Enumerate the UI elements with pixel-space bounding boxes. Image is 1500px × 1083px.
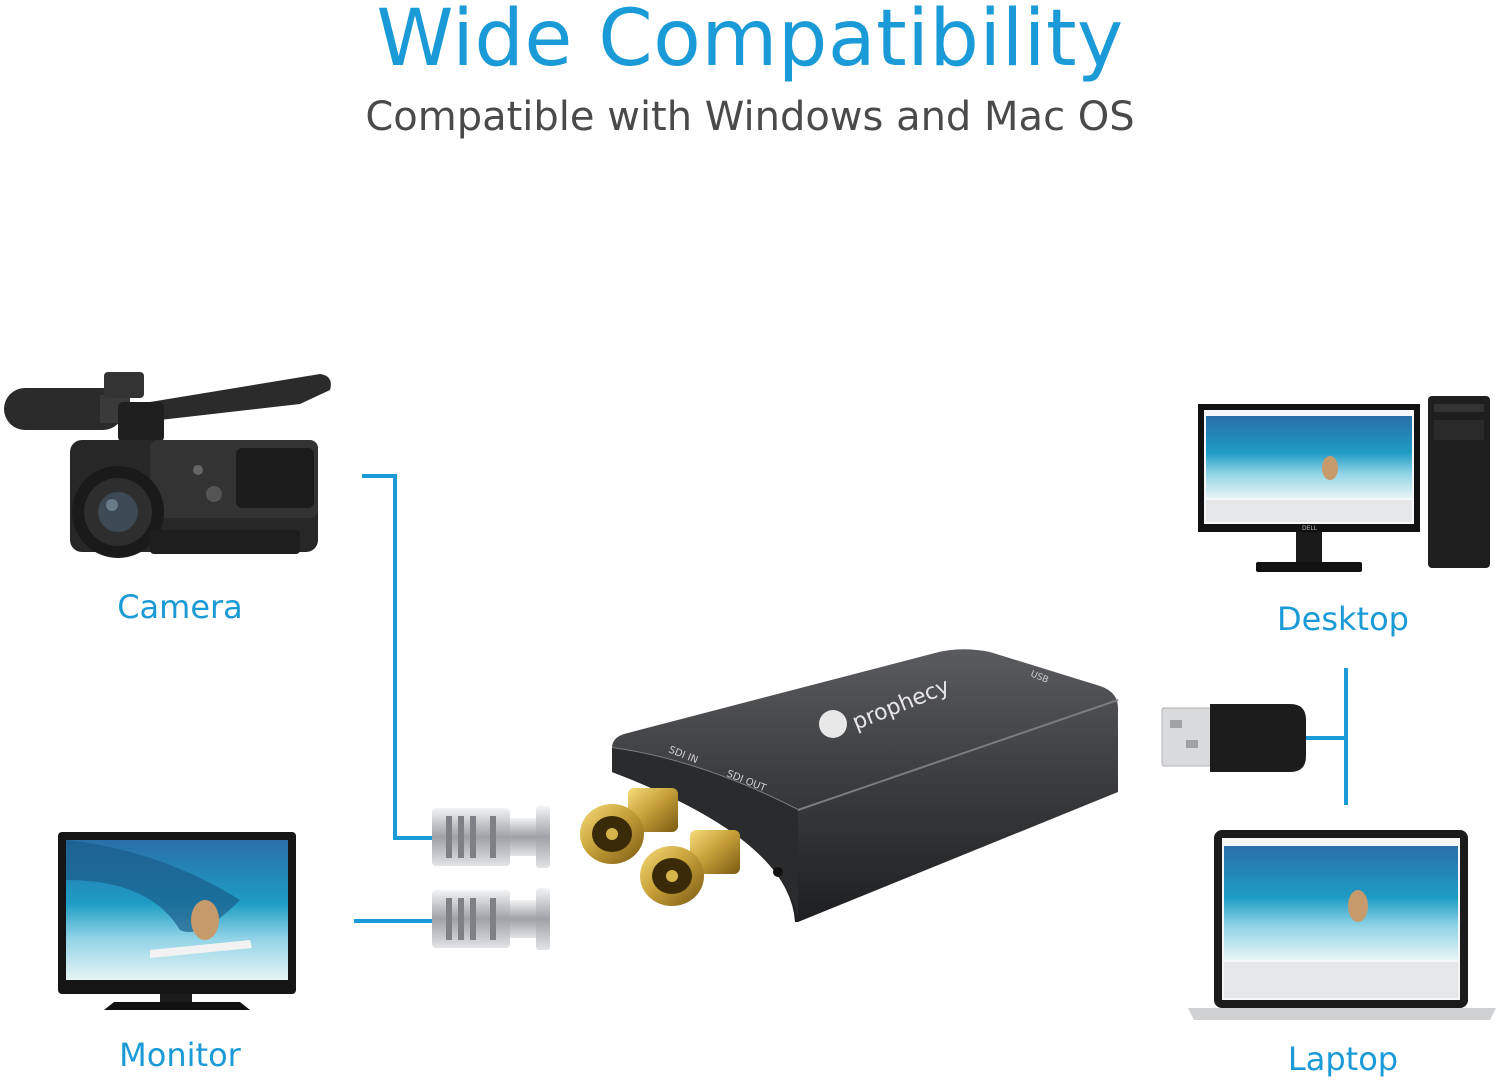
sdi-converter: prophecy SDI IN SDI OUT USB	[611, 649, 1119, 922]
brand-logo-icon	[819, 710, 847, 738]
connection-lines	[354, 474, 1348, 923]
usb-plug-icon	[1161, 704, 1306, 772]
camera-label: Camera	[117, 588, 243, 626]
bnc-socket-in	[580, 788, 678, 864]
page-title: Wide Compatibility	[376, 0, 1124, 84]
desktop-brand: DELL	[1302, 525, 1318, 532]
bnc-plug-upper	[432, 806, 550, 868]
bnc-socket-out	[640, 830, 740, 906]
monitor-icon	[58, 832, 296, 1010]
laptop-icon	[1188, 830, 1496, 1020]
laptop-label: Laptop	[1287, 1040, 1399, 1078]
desktop-icon: DELL	[1198, 396, 1490, 572]
bnc-plug-lower	[432, 888, 550, 950]
camera-line	[362, 474, 432, 840]
page-subtitle: Compatible with Windows and Mac OS	[365, 94, 1135, 140]
monitor-label: Monitor	[119, 1036, 241, 1074]
desktop-label: Desktop	[1277, 600, 1409, 638]
camera-icon	[4, 372, 331, 558]
